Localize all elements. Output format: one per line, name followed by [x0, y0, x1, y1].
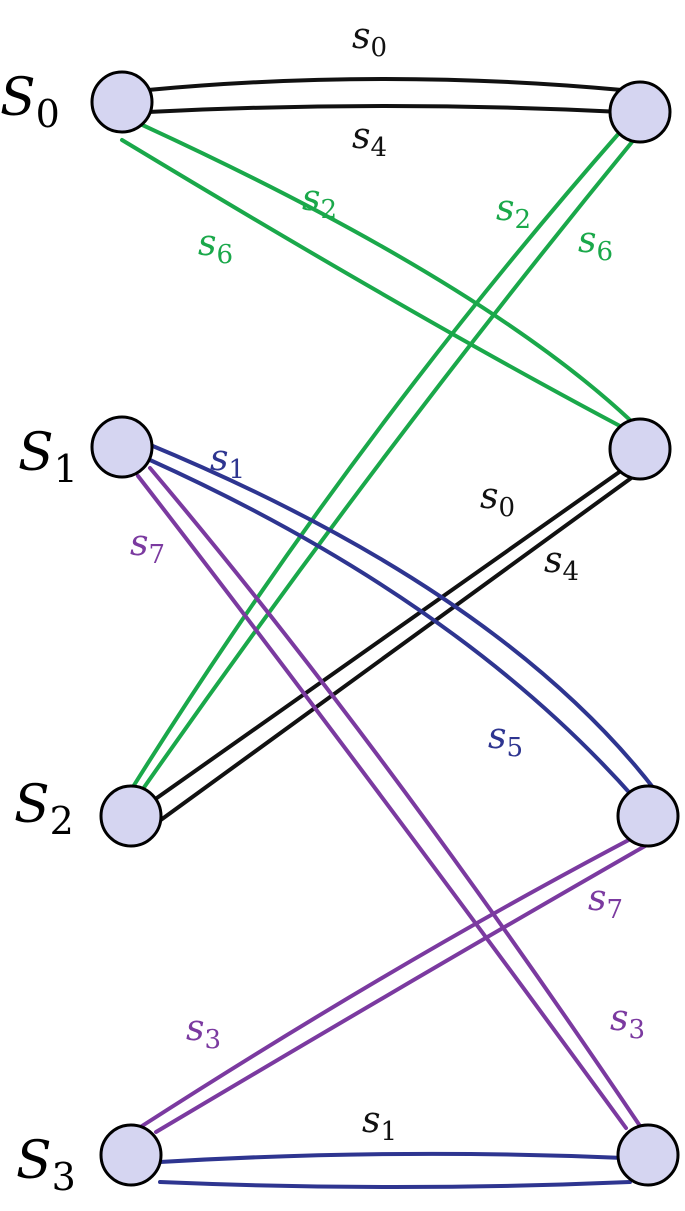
state-label-s1: S1 — [18, 423, 78, 491]
edge-s3-s3-upper — [158, 1151, 626, 1164]
right-node-0 — [608, 80, 672, 144]
edge-label-s7-right: s7 — [588, 878, 623, 925]
edge-s0-to-r1-lower — [120, 138, 622, 428]
edge-s0-s0-lower — [146, 104, 624, 114]
edge-s1-to-r3-b — [148, 466, 642, 1128]
edge-label-s1-mid: s1 — [210, 438, 245, 485]
edge-s2-to-r1-a — [152, 466, 627, 802]
edge-s0-to-r1-upper — [136, 121, 632, 422]
edge-label-s6-right: s6 — [578, 220, 613, 267]
edge-label-s6-left: s6 — [198, 223, 233, 270]
edge-s3-to-r2-b — [154, 840, 654, 1134]
right-node-1 — [608, 417, 672, 481]
edge-label-s3-left: s3 — [186, 1008, 221, 1055]
left-node-s3 — [99, 1123, 163, 1187]
edge-label-s2-left: s2 — [302, 178, 337, 225]
state-label-s3: S3 — [16, 1131, 76, 1199]
right-node-2 — [616, 784, 680, 848]
edge-label-s7-left: s7 — [130, 523, 165, 570]
edge-label-s0-mid: s0 — [480, 476, 515, 523]
edge-label-s3-right: s3 — [610, 998, 645, 1045]
edge-label-s5: s5 — [488, 716, 523, 763]
edge-s2-to-r0-a — [129, 130, 622, 792]
edge-s2-to-r1-b — [156, 474, 636, 824]
edge-label-s0-top: s0 — [352, 16, 387, 63]
edge-label-s2-right: s2 — [496, 188, 531, 235]
left-node-s2 — [99, 784, 163, 848]
edge-s1-to-r3-a — [136, 474, 628, 1130]
edge-s0-s0-upper — [146, 77, 624, 92]
edge-label-s4-top: s4 — [352, 116, 387, 163]
edge-s2-to-r0-b — [136, 140, 634, 798]
edge-label-s1-bottom: s1 — [362, 1100, 397, 1147]
state-label-s2: S2 — [14, 775, 74, 843]
left-node-s1 — [90, 415, 154, 479]
edge-s1-to-r2-a — [146, 442, 657, 792]
edge-s3-s3-lower — [158, 1180, 632, 1189]
left-node-s0 — [90, 70, 154, 134]
edge-label-s4-mid: s4 — [544, 540, 579, 587]
edge-s3-to-r2-a — [140, 832, 642, 1128]
right-node-3 — [616, 1123, 680, 1187]
edge-s1-to-r2-b — [148, 458, 638, 802]
state-label-s0: S0 — [0, 68, 60, 136]
